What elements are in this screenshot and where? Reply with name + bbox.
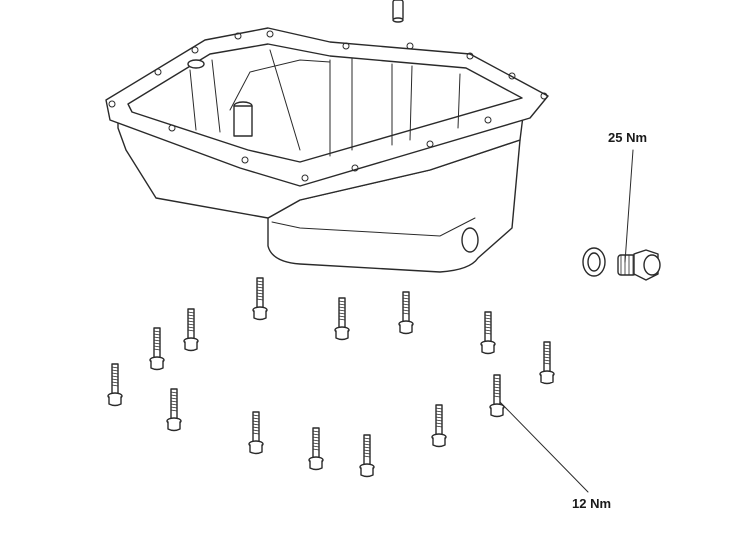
pan-bolts	[107, 277, 555, 478]
pan-bolt	[308, 427, 324, 471]
pan-bolt	[489, 374, 505, 418]
pan-bolt	[166, 388, 182, 432]
pan-bolt	[107, 363, 123, 407]
pan-bolt	[398, 291, 414, 335]
drain-plug-leader-line	[624, 149, 634, 263]
pan-bolt-leader-line	[497, 399, 589, 493]
sealing-washer	[582, 247, 606, 277]
pan-bolt	[248, 411, 264, 455]
pan-bolt-torque-label: 12 Nm	[572, 496, 612, 511]
drain-plug-torque-label: 25 Nm	[608, 130, 648, 145]
pan-bolt	[480, 311, 496, 355]
drain-plug	[617, 249, 661, 281]
pan-bolt	[539, 341, 555, 385]
pan-bolt	[183, 308, 199, 352]
pan-bolt	[431, 404, 447, 448]
pan-bolt	[334, 297, 350, 341]
pan-bolt	[359, 434, 375, 478]
pan-bolt	[252, 277, 268, 321]
oil-pan	[105, 27, 549, 273]
pan-bolt	[149, 327, 165, 371]
dowel-pin	[392, 0, 404, 23]
